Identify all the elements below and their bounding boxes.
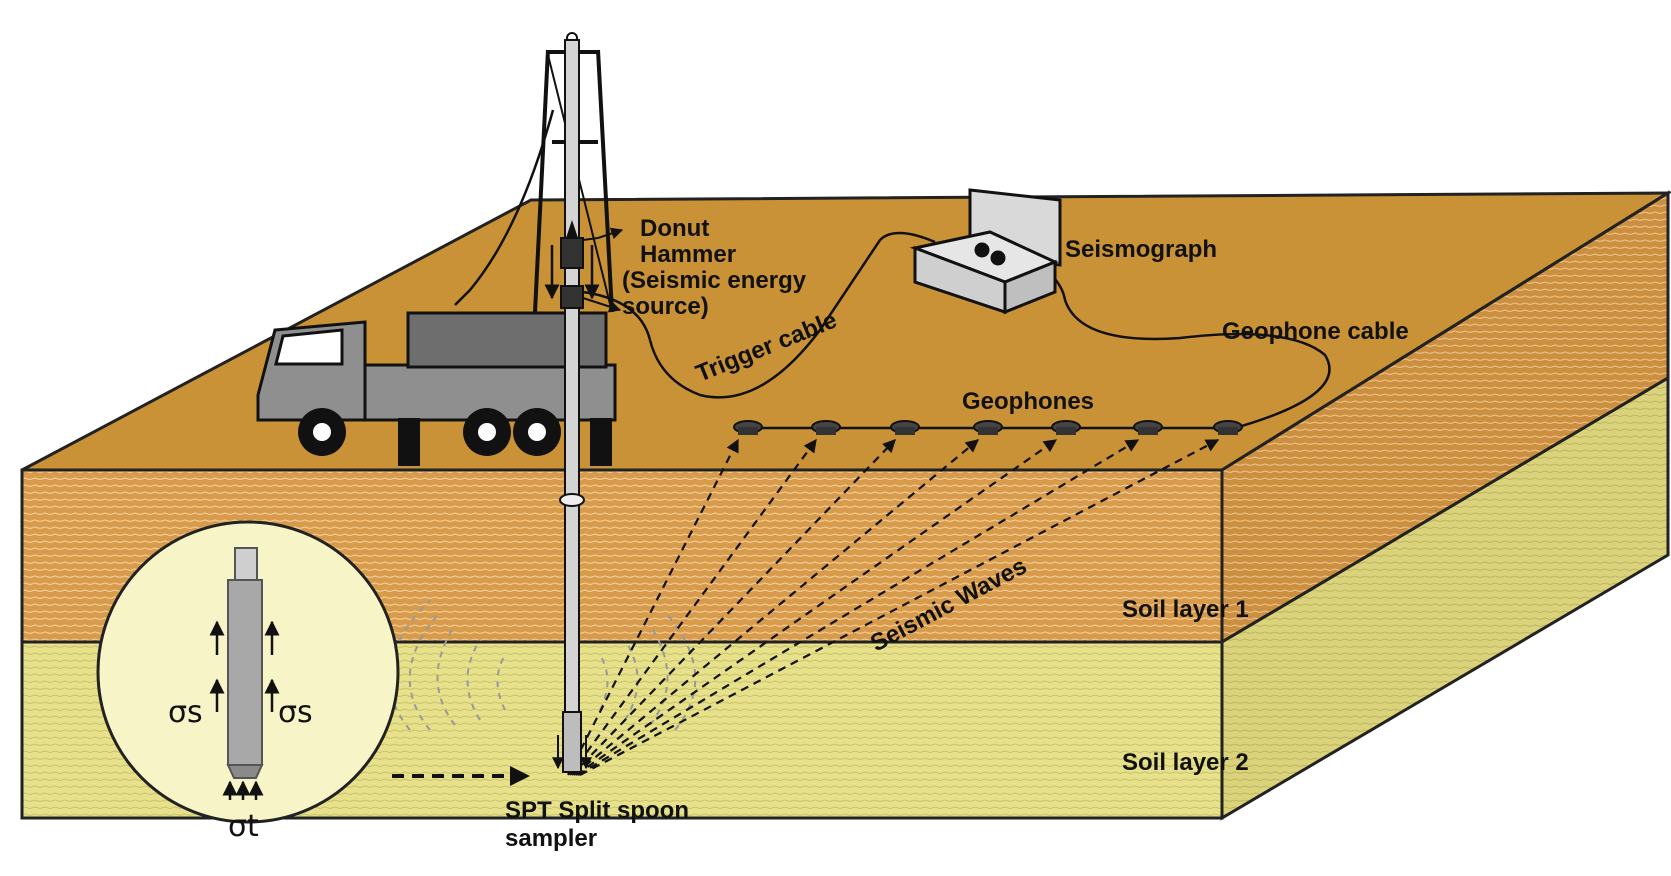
donut-hammer-label: Donut Hammer (Seismic energy source) xyxy=(622,215,813,320)
donut-hammer xyxy=(544,220,624,313)
wave-arcs xyxy=(388,599,697,731)
geophones-label: Geophones xyxy=(962,388,1094,415)
geophone xyxy=(973,420,1003,435)
geophone xyxy=(1051,420,1081,435)
seismic-wave-rays xyxy=(567,438,1220,776)
drill-rod xyxy=(559,39,585,773)
soil-layer-1-label: Soil layer 1 xyxy=(1122,596,1249,623)
geophones xyxy=(733,420,1243,435)
soil-layer-2-side xyxy=(1220,375,1670,821)
trigger-cable xyxy=(582,231,936,399)
sampler-inset: σs σs σt xyxy=(96,520,400,844)
spt-sampler-label: SPT Split spoon sampler xyxy=(505,797,696,852)
geophone-cable xyxy=(1007,246,1331,430)
sigma-s-left-label: σs xyxy=(168,695,203,730)
sigma-t-label: σt xyxy=(228,809,259,844)
geophone xyxy=(1213,420,1243,435)
seismograph-device xyxy=(909,188,1062,315)
geophone-cable-label: Geophone cable xyxy=(1222,318,1409,345)
soil-layer-2-label: Soil layer 2 xyxy=(1122,749,1249,776)
geophone xyxy=(890,420,920,435)
geophone xyxy=(1133,420,1163,435)
sampler-arrows xyxy=(552,735,592,770)
mast-cable xyxy=(454,109,555,306)
geophone xyxy=(811,420,841,435)
geophone xyxy=(733,420,763,435)
seismograph-label: Seismograph xyxy=(1065,236,1217,263)
sigma-s-right-label: σs xyxy=(278,695,313,730)
